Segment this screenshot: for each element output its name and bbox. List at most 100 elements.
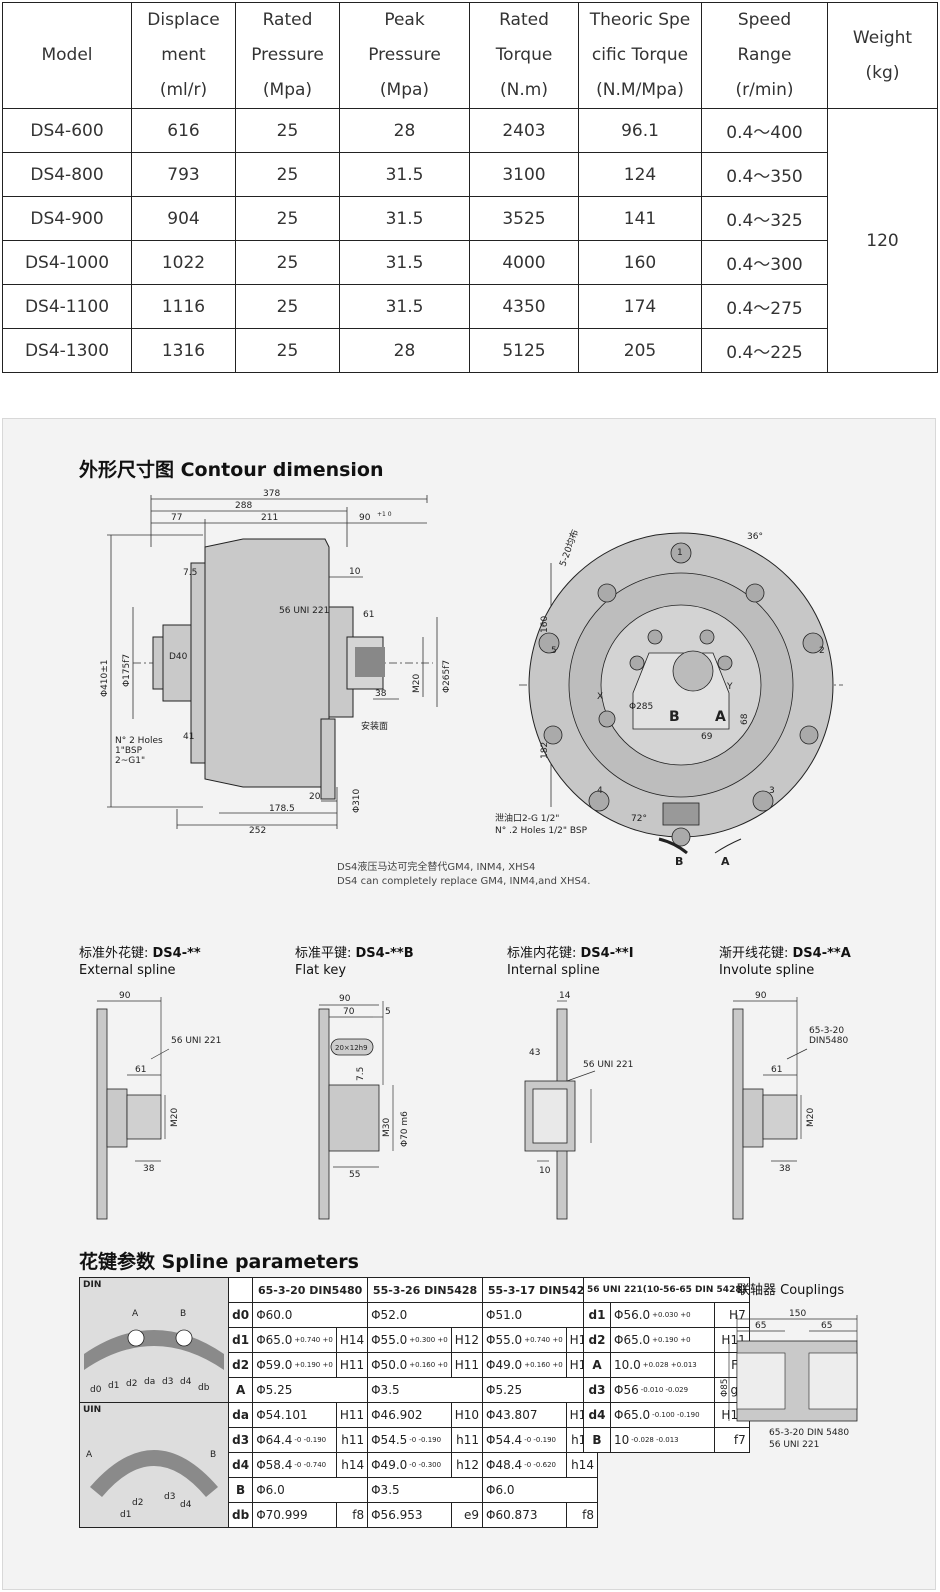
spline-value: Φ43.807 xyxy=(482,1402,567,1428)
spline-fit: f8 xyxy=(335,1502,369,1528)
din-label-da: da xyxy=(144,1377,155,1387)
variant-title-flat-key: 标准平键: DS4-**B Flat key xyxy=(295,945,414,979)
variant-code: DS4-**A xyxy=(792,946,851,961)
variant-en: Internal spline xyxy=(507,963,600,978)
port-5: 5 xyxy=(551,646,557,656)
variant-title-external: 标准外花键: DS4-** External spline xyxy=(79,945,201,979)
din-label: DIN xyxy=(83,1280,102,1290)
dim-holes-3: 2~G1" xyxy=(115,756,145,766)
spline-value: Φ49.0 xyxy=(486,1358,523,1372)
uni-value: Φ65.0 xyxy=(614,1333,651,1347)
spline-key: da xyxy=(227,1402,254,1428)
header-model: Model xyxy=(2,2,132,109)
dim-77: 77 xyxy=(171,513,182,523)
spline-title: 花键参数 Spline parameters xyxy=(79,1251,359,1273)
spline-fit: e9 xyxy=(450,1502,484,1528)
cell-specific-torque: 96.1 xyxy=(578,108,702,153)
cell-model: DS4-1100 xyxy=(2,284,132,329)
dim-mount: 安装面 xyxy=(361,720,388,732)
dim-m30: M30 xyxy=(382,1118,392,1137)
dim-holes-1: N° 2 Holes xyxy=(115,736,163,746)
cell-specific-torque: 174 xyxy=(578,284,702,329)
cell-displacement: 616 xyxy=(131,108,236,153)
spline-value: Φ6.0 xyxy=(482,1477,598,1503)
spline-tolerance: -0 -0.190 xyxy=(409,1436,442,1444)
spline-tolerance: -0 -0.300 xyxy=(409,1461,442,1469)
variant-drawing-internal: 14 43 56 UNI 221 10 xyxy=(524,991,633,1220)
header-weight: Weight(kg) xyxy=(827,2,938,109)
cell-specific-torque: 160 xyxy=(578,240,702,285)
spline-fit: h11 xyxy=(450,1427,484,1453)
din-label-a: A xyxy=(132,1309,139,1319)
port-1: 1 xyxy=(677,548,683,558)
dim-5: 5 xyxy=(385,1007,391,1017)
din-label-d0: d0 xyxy=(90,1385,102,1395)
spline-value: Φ65.0 xyxy=(256,1333,293,1347)
cell-rated-torque: 4000 xyxy=(469,240,579,285)
cell-rated-torque: 3100 xyxy=(469,152,579,197)
port-b: B xyxy=(669,709,680,725)
variant-cn: 标准内花键: xyxy=(507,946,581,961)
spline-row: A Φ5.25 Φ3.5 Φ5.25 xyxy=(80,1377,598,1403)
spline-value: Φ56.953 xyxy=(367,1502,452,1528)
uin-label-d4: d4 xyxy=(180,1500,192,1510)
cell-model: DS4-600 xyxy=(2,108,132,153)
dim-d40: D40 xyxy=(169,652,188,662)
cell-displacement: 1316 xyxy=(131,328,236,373)
uni-value: 10 xyxy=(614,1433,630,1447)
uni-key: d2 xyxy=(583,1327,611,1353)
variant-title-internal: 标准内花键: DS4-**I Internal spline xyxy=(507,945,634,979)
drain-port-en: N° .2 Holes 1/2" BSP xyxy=(495,826,588,836)
variant-cn: 标准平键: xyxy=(295,946,356,961)
variant-drawing-flat-key: 90 70 5 20×12h9 7.5 M30 Φ70 m6 55 xyxy=(318,994,410,1220)
cell-speed-range: 0.4～225 xyxy=(701,328,828,373)
uin-label-a: A xyxy=(86,1450,93,1460)
variant-en: External spline xyxy=(79,963,176,978)
spline-fit: f8 xyxy=(565,1502,598,1528)
cell-model: DS4-1300 xyxy=(2,328,132,373)
uni-tolerance: +0.190 +0 xyxy=(652,1336,691,1344)
dim-holes-20: 5-20均布 xyxy=(557,528,581,568)
dim-252: 252 xyxy=(249,826,266,836)
spline-value: Φ52.0 xyxy=(367,1302,484,1328)
spline-row: B Φ6.0 Φ3.5 Φ6.0 xyxy=(80,1477,598,1503)
port-x: X xyxy=(597,692,603,702)
dim-phi310: Φ310 xyxy=(352,788,362,813)
replace-note-cn: DS4液压马达可完全替代GM4, INM4, XHS4 xyxy=(337,862,536,873)
dim-m20: M20 xyxy=(806,1108,816,1127)
replace-note: DS4液压马达可完全替代GM4, INM4, XHS4 DS4 can comp… xyxy=(337,861,590,889)
cell-rated-pressure: 25 xyxy=(235,284,340,329)
couplings-title: 联轴器 Couplings xyxy=(737,1283,845,1298)
spline-value: Φ50.0 xyxy=(371,1358,408,1372)
port-3: 3 xyxy=(769,786,775,796)
dim-7-5: 7.5 xyxy=(356,1067,366,1081)
uni-key: d1 xyxy=(583,1302,611,1328)
dim-10: 10 xyxy=(349,567,361,577)
uin-label: UIN xyxy=(83,1405,102,1415)
dim-38: 38 xyxy=(779,1164,791,1174)
spline-value: Φ55.0 xyxy=(486,1333,523,1347)
spline-value: Φ60.0 xyxy=(252,1302,369,1328)
dim-uni-221: 56 UNI 221 xyxy=(279,606,329,616)
spline-value: Φ6.0 xyxy=(252,1477,369,1503)
cell-speed-range: 0.4～350 xyxy=(701,152,828,197)
dim-150: 150 xyxy=(789,1309,806,1319)
dim-10: 10 xyxy=(539,1166,551,1176)
dim-61: 61 xyxy=(363,610,374,620)
cell-specific-torque: 141 xyxy=(578,196,702,241)
spline-key: d3 xyxy=(227,1427,254,1453)
dim-55: 55 xyxy=(349,1170,360,1180)
spline-tolerance: +0.300 +0 xyxy=(409,1336,448,1344)
dim-61: 61 xyxy=(135,1065,146,1075)
uni-key: d4 xyxy=(583,1402,611,1428)
cell-speed-range: 0.4～275 xyxy=(701,284,828,329)
uin-label-d1: d1 xyxy=(120,1510,131,1520)
cell-rated-pressure: 25 xyxy=(235,328,340,373)
